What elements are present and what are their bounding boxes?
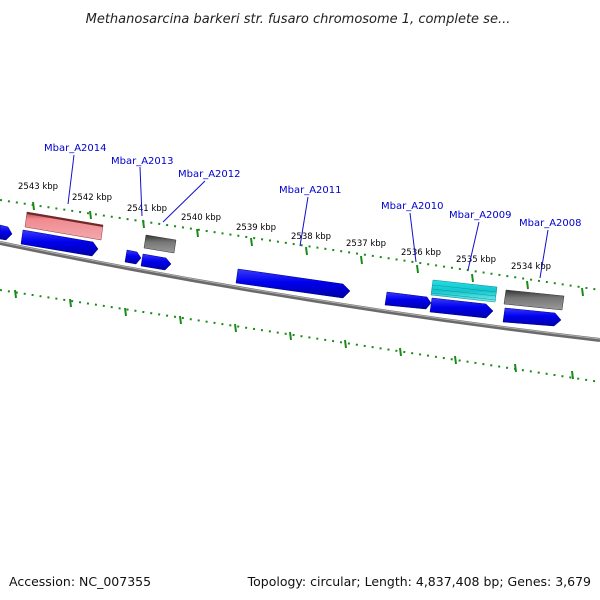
tick-label-2543: 2543 kbp [18,182,58,192]
tick-label-2538: 2538 kbp [291,232,331,242]
leader-mbar-a2013 [139,166,143,217]
gene-label-mbar-a2011[interactable]: Mbar_A2011 [279,185,342,196]
gene-label-mbar-a2013[interactable]: Mbar_A2013 [111,156,174,167]
tick-label-2536: 2536 kbp [401,248,441,258]
leader-mbar-a2011 [299,196,309,247]
feature-rrna-pink-edge [26,212,104,227]
feature-misc-gray-1[interactable] [143,234,177,254]
gene-arrow-mbar-a2011[interactable] [235,268,351,299]
feature-trna-cyan-stripes [431,284,498,301]
leader-mbar-a2010 [409,212,417,263]
ruler-major-ticks-lower [14,289,574,380]
tick-label-2535: 2535 kbp [456,255,496,265]
accession-text: Accession: NC_007355 [9,574,151,589]
gene-label-mbar-a2008[interactable]: Mbar_A2008 [519,218,582,229]
feature-misc-gray-2[interactable] [503,289,565,311]
tick-label-2537: 2537 kbp [346,239,386,249]
gene-arrow-mbar-a2012[interactable] [140,253,172,271]
ruler-major-ticks-upper [32,201,584,297]
map-title: Methanosarcina barkeri str. fusaro chrom… [86,12,511,27]
gene-label-mbar-a2009[interactable]: Mbar_A2009 [449,210,512,221]
gene-arrow-mbar-a2014[interactable] [20,229,99,257]
tick-label-2542: 2542 kbp [72,193,112,203]
gene-label-mbar-a2012[interactable]: Mbar_A2012 [178,169,241,180]
gene-label-mbar-a2014[interactable]: Mbar_A2014 [44,143,107,154]
tick-label-2540: 2540 kbp [181,213,221,223]
ruler-inner-lower [0,289,600,383]
leader-mbar-a2008 [539,229,549,279]
topology-summary-text: Topology: circular; Length: 4,837,408 bp… [247,574,591,589]
genome-backbone-highlight [0,241,600,340]
leader-mbar-a2009 [467,221,480,271]
tick-label-2539: 2539 kbp [236,223,276,233]
gene-arrow-mbar-a2013[interactable] [124,249,142,265]
gene-arrow-mbar-a2010[interactable] [384,291,432,310]
leader-mbar-a2014 [67,154,75,205]
genome-backbone [0,241,600,342]
gene-label-mbar-a2010[interactable]: Mbar_A2010 [381,201,444,212]
gene-arrow-mbar-a2009[interactable] [429,297,494,319]
gene-arrow-left-partial[interactable] [0,224,13,241]
ruler-outer-upper [0,199,600,291]
tick-label-2534: 2534 kbp [511,262,551,272]
feature-trna-cyan[interactable] [430,279,498,303]
gene-arrow-mbar-a2008[interactable] [502,307,562,327]
tick-label-2541: 2541 kbp [127,204,167,214]
leader-mbar-a2012 [162,180,206,223]
